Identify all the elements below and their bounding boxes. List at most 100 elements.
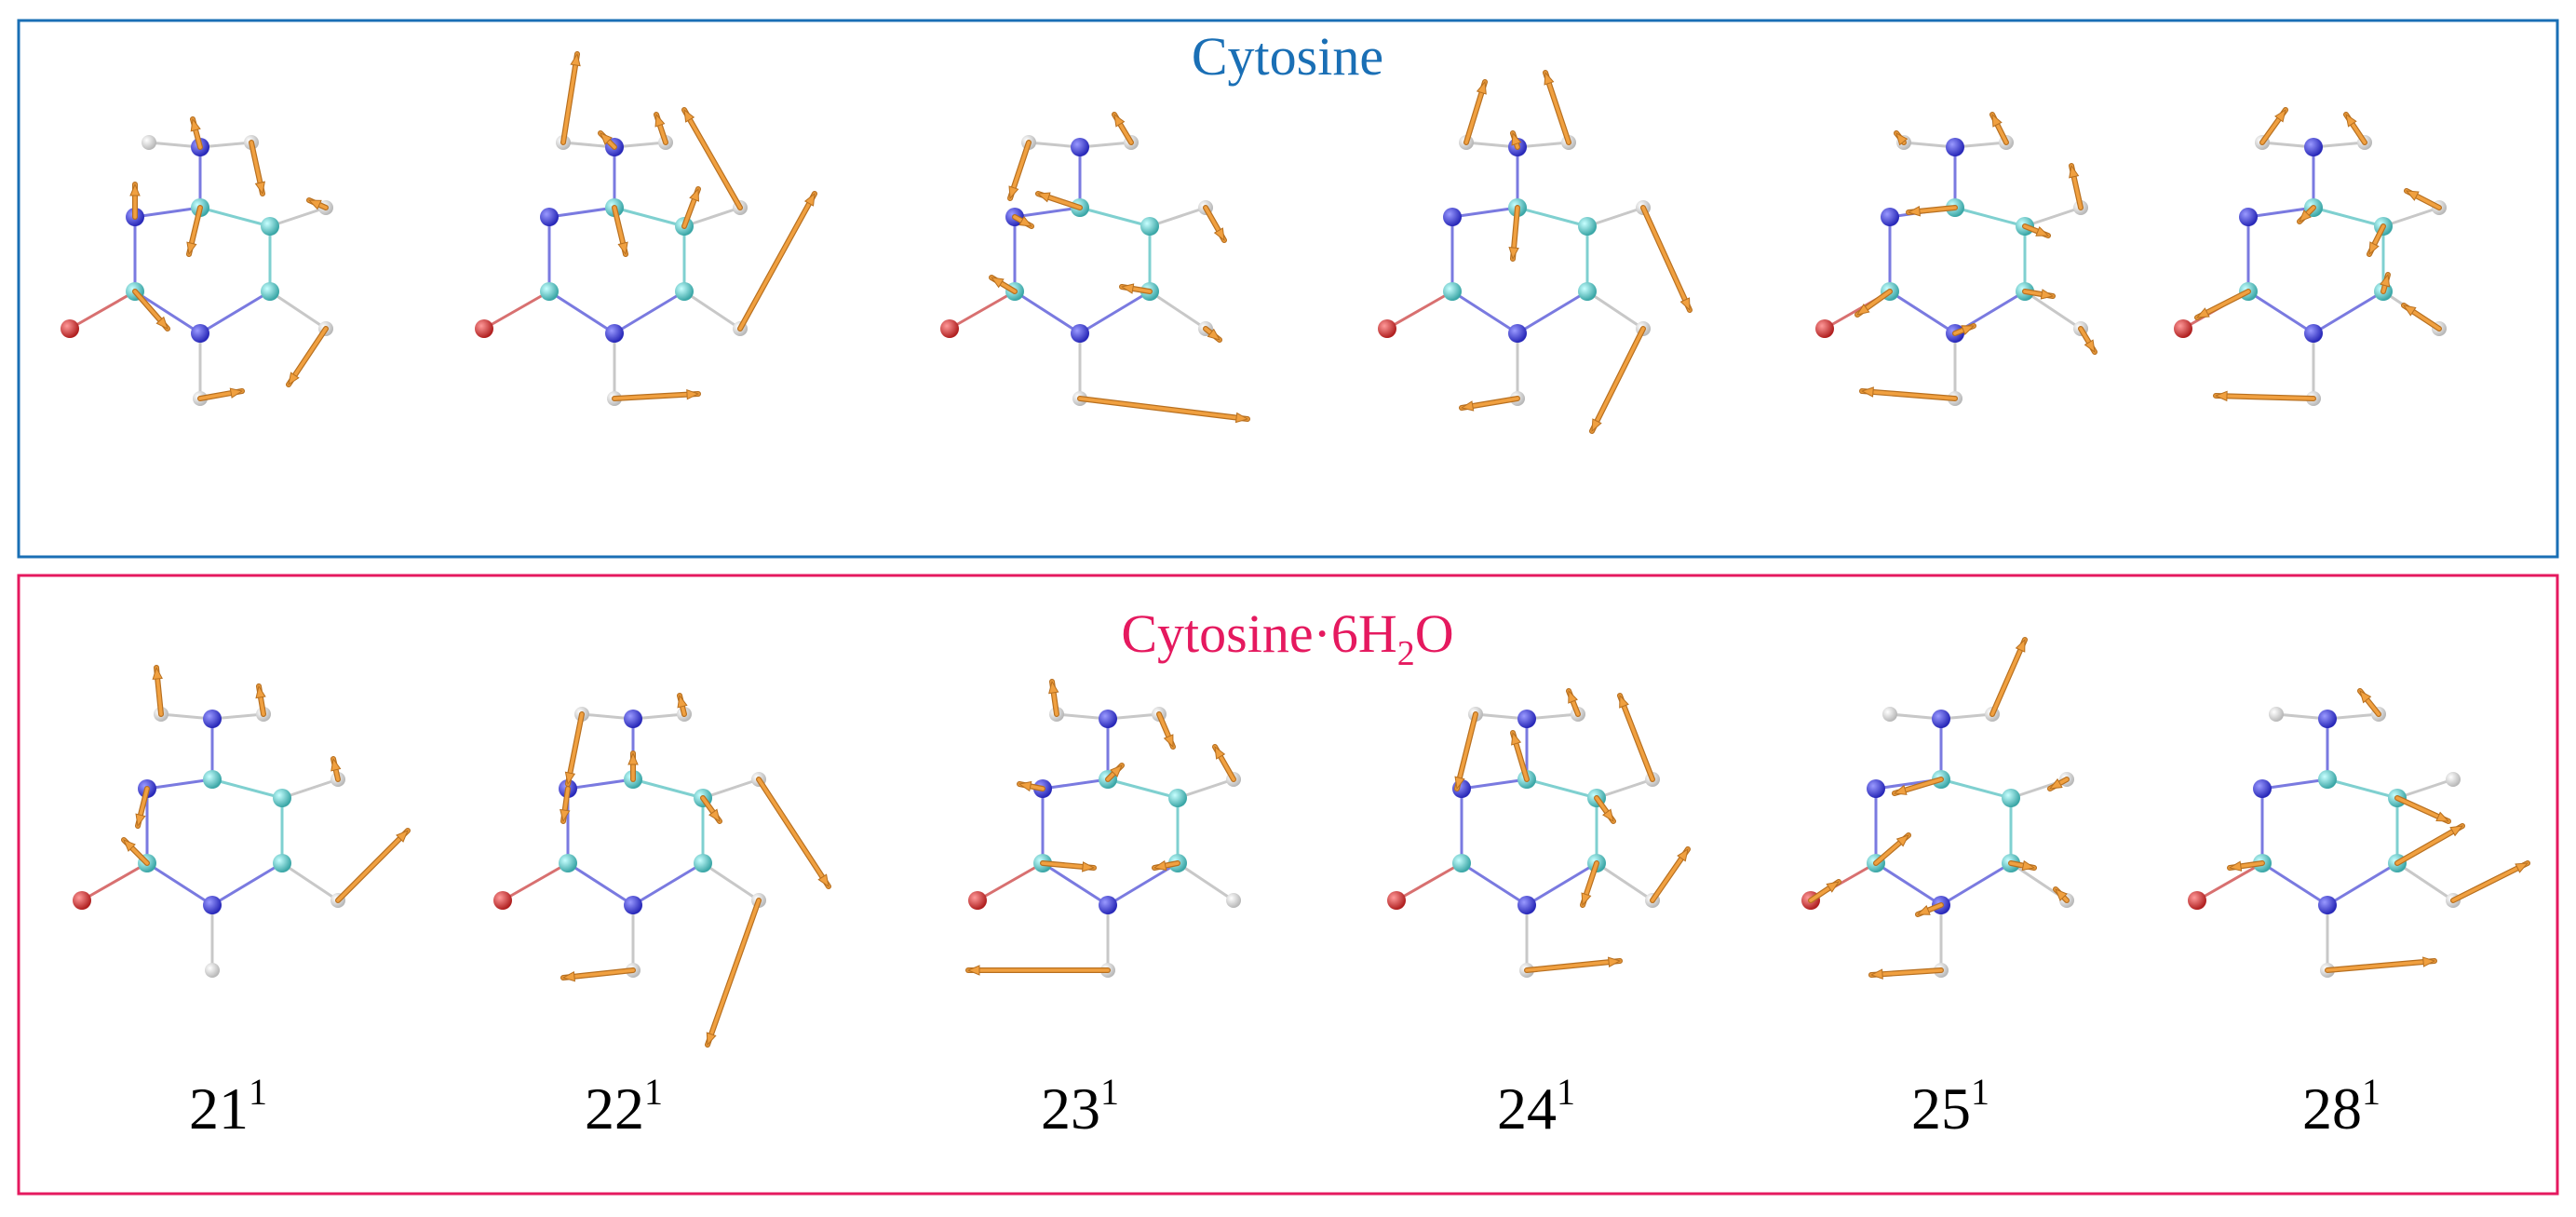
- displacement-arrow-icon: [1212, 744, 1236, 782]
- displacement-arrow-icon: [2357, 688, 2381, 717]
- mode-label-23: 231: [1041, 1071, 1119, 1142]
- carbon-atom-icon: [261, 282, 279, 301]
- displacement-arrow-icon: [1508, 205, 1520, 262]
- nitrogen-atom-icon: [1946, 138, 1964, 156]
- carbon-atom-icon: [261, 217, 279, 236]
- displacement-arrow-icon: [286, 326, 329, 387]
- hydrogen-atom-icon: [142, 135, 156, 150]
- bond-line: [268, 206, 328, 228]
- bond-line: [280, 861, 340, 902]
- displacement-arrow-icon: [1203, 205, 1227, 243]
- carbon-atom-icon: [273, 854, 291, 872]
- gas-phase-panel-title: Cytosine: [1192, 26, 1383, 87]
- displacement-arrow-icon: [1035, 191, 1083, 210]
- nitrogen-atom-icon: [540, 208, 559, 226]
- hydrogen-atom-icon: [2446, 772, 2461, 787]
- bond-line: [1595, 778, 1654, 800]
- carbon-atom-icon: [559, 854, 577, 872]
- bond-line: [976, 861, 1045, 902]
- nitrogen-atom-icon: [191, 324, 209, 343]
- bond-line: [2395, 778, 2455, 800]
- displacement-arrow-icon: [989, 275, 1018, 294]
- oxygen-atom-icon: [2188, 891, 2206, 910]
- carbon-atom-icon: [1578, 282, 1597, 301]
- bond-line: [133, 206, 202, 219]
- displacement-arrow-icon: [1640, 205, 1693, 313]
- displacement-arrow-icon: [681, 107, 743, 210]
- cytosine-molecule-gas-25: [1815, 112, 2097, 406]
- displacement-arrow-icon: [1077, 396, 1250, 424]
- displacement-arrow-icon: [1454, 711, 1478, 791]
- displacement-arrow-icon: [700, 795, 722, 824]
- displacement-arrow-icon: [1580, 860, 1599, 908]
- nitrogen-atom-icon: [2253, 779, 2272, 798]
- oxygen-atom-icon: [475, 319, 493, 338]
- displacement-arrow-icon: [2450, 860, 2530, 903]
- bond-line: [2381, 206, 2441, 228]
- cytosine-molecule-gas-24: [1378, 70, 1693, 434]
- carbon-atom-icon: [203, 770, 222, 789]
- displacement-arrow-icon: [677, 693, 688, 717]
- displacement-arrow-icon: [2078, 326, 2097, 355]
- displacement-arrow-icon: [1152, 859, 1180, 872]
- bond-line: [1041, 778, 1110, 791]
- displacement-arrow-icon: [2297, 205, 2316, 224]
- bond-line: [210, 778, 284, 800]
- displacement-arrow-icon: [2213, 390, 2316, 402]
- displacement-arrow-icon: [1119, 283, 1153, 294]
- bond-line: [1516, 290, 1589, 335]
- bond-line: [1041, 861, 1110, 907]
- nitrogen-atom-icon: [2304, 324, 2323, 343]
- bond-line: [1385, 290, 1454, 331]
- displacement-arrow-icon: [1156, 711, 1176, 750]
- oxygen-atom-icon: [73, 891, 91, 910]
- displacement-arrow-icon: [306, 197, 329, 210]
- displacement-arrow-icon: [2053, 886, 2070, 903]
- displacement-arrow-icon: [1594, 795, 1616, 824]
- cytosine-molecule-hydrated-21: [73, 665, 411, 978]
- carbon-atom-icon: [273, 789, 291, 807]
- bond-line: [1078, 206, 1152, 228]
- displacement-arrow-icon: [2404, 188, 2442, 210]
- nitrogen-atom-icon: [203, 896, 222, 914]
- displacement-arrow-icon: [1952, 323, 1976, 336]
- bond-line: [2023, 206, 2083, 228]
- bond-line: [1460, 778, 1529, 791]
- displacement-arrow-icon: [330, 756, 342, 782]
- bond-line: [1460, 861, 1529, 907]
- nitrogen-atom-icon: [624, 896, 642, 914]
- bond-line: [1888, 290, 1957, 335]
- bond-line: [1516, 206, 1589, 228]
- displacement-arrow-icon: [2069, 163, 2084, 210]
- mode-label-21: 211: [189, 1071, 267, 1142]
- oxygen-atom-icon: [61, 319, 79, 338]
- bond-line: [210, 861, 284, 907]
- mode-label-row: 211 221 231 241 251 281: [189, 1071, 2380, 1142]
- displacement-arrow-icon: [1873, 832, 1911, 866]
- molecule-snapshots: [61, 51, 2530, 1048]
- displacement-arrow-icon: [249, 140, 265, 196]
- nitrogen-atom-icon: [1867, 779, 1885, 798]
- displacement-arrow-icon: [1203, 326, 1222, 343]
- nitrogen-atom-icon: [1508, 324, 1527, 343]
- displacement-arrow-icon: [2194, 289, 2251, 320]
- displacement-arrow-icon: [1989, 637, 2028, 717]
- displacement-arrow-icon: [2022, 223, 2051, 238]
- bond-line: [1939, 861, 2013, 907]
- bond-line: [1874, 861, 1943, 907]
- bond-line: [701, 861, 761, 902]
- bond-line: [2312, 290, 2385, 335]
- displacement-arrow-icon: [1459, 396, 1520, 412]
- displacement-arrow-icon: [564, 711, 585, 787]
- bond-line: [2326, 778, 2399, 800]
- cytosine-molecule-gas-21: [61, 116, 333, 406]
- bond-line: [133, 290, 202, 335]
- bond-line: [280, 778, 340, 800]
- displacement-arrow-icon: [2227, 860, 2265, 872]
- bond-line: [631, 861, 705, 907]
- nitrogen-atom-icon: [2318, 896, 2337, 914]
- displacement-arrow-icon: [705, 898, 762, 1048]
- displacement-arrow-icon: [2022, 289, 2056, 300]
- bond-line: [682, 290, 742, 331]
